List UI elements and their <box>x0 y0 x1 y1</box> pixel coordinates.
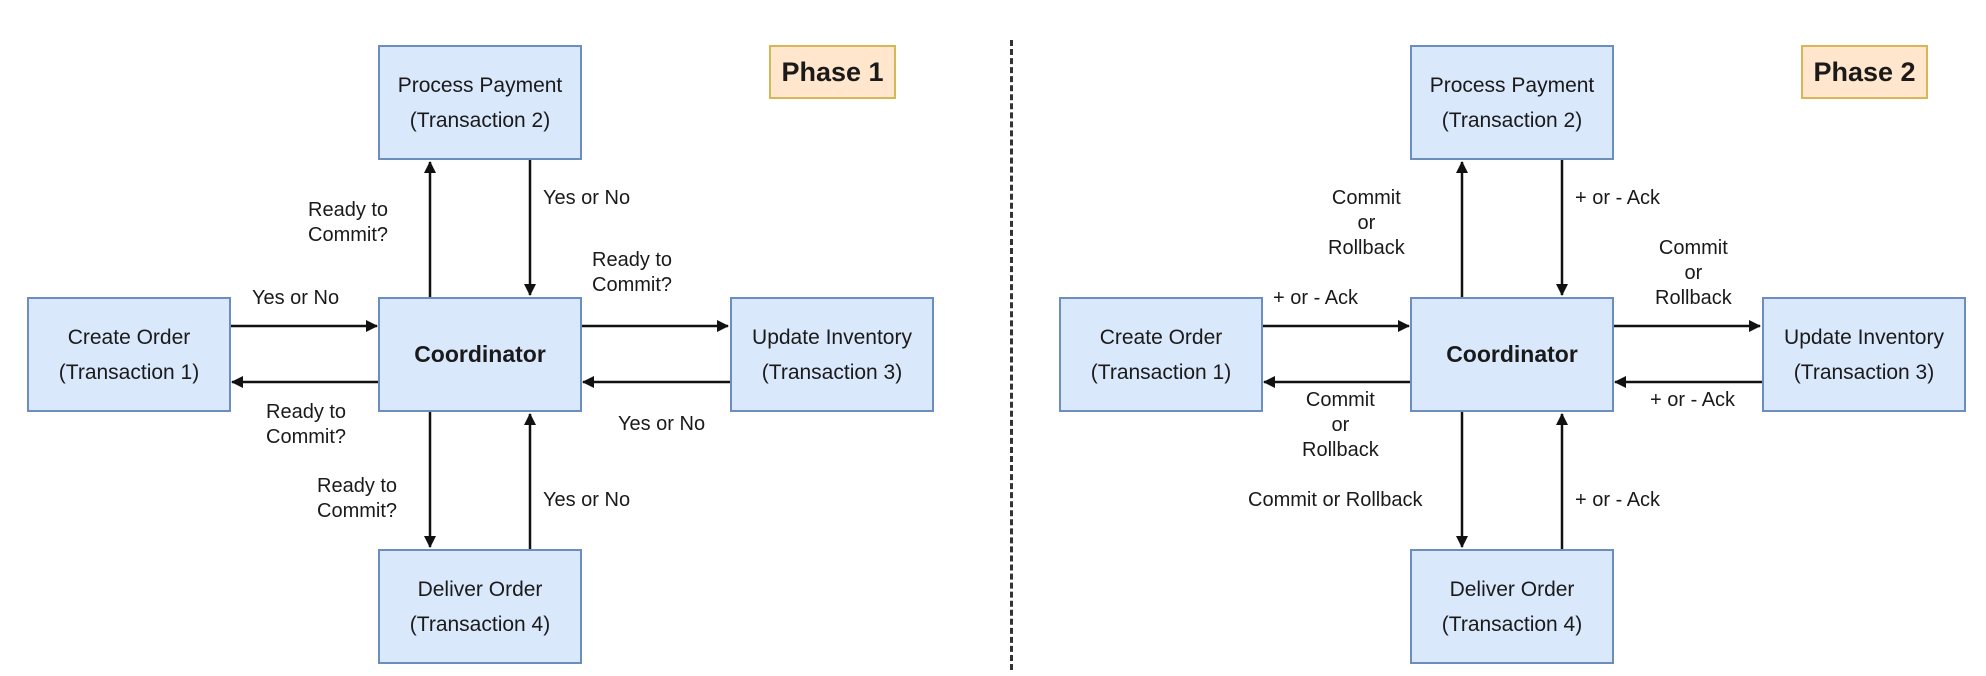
node-name: Create Order <box>1099 325 1223 349</box>
label-yes-or-no-top: Yes or No <box>543 187 631 209</box>
label-ack-top: + or - Ack <box>1575 187 1661 209</box>
process-payment-node[interactable]: Process Payment (Transaction 2) <box>1410 45 1614 160</box>
node-name: Update Inventory <box>1784 325 1944 349</box>
phase-badge: Phase 2 <box>1801 45 1928 99</box>
label-yes-or-no-left: Yes or No <box>252 287 340 309</box>
phase-2-arrows <box>1262 160 1762 549</box>
node-transaction: (Transaction 2) <box>1441 108 1583 132</box>
update-inventory-node[interactable]: Update Inventory (Transaction 3) <box>1762 297 1966 412</box>
node-name: Create Order <box>67 325 191 349</box>
node-transaction: (Transaction 1) <box>58 360 200 384</box>
phase-badge: Phase 1 <box>769 45 896 99</box>
label-yes-or-no-bottom: Yes or No <box>543 489 631 511</box>
process-payment-node[interactable]: Process Payment (Transaction 2) <box>378 45 582 160</box>
coordinator-label: Coordinator <box>1446 341 1578 367</box>
update-inventory-node[interactable]: Update Inventory (Transaction 3) <box>730 297 934 412</box>
node-transaction: (Transaction 1) <box>1090 360 1232 384</box>
node-transaction: (Transaction 4) <box>1441 612 1583 636</box>
create-order-node[interactable]: Create Order (Transaction 1) <box>1059 297 1263 412</box>
label-ack-left: + or - Ack <box>1273 287 1359 309</box>
phase-2-panel: Phase 2 Process Payment (Transaction 2) … <box>1000 0 1986 676</box>
label-yes-or-no-right: Yes or No <box>618 413 706 435</box>
deliver-order-node[interactable]: Deliver Order (Transaction 4) <box>378 549 582 664</box>
phase-1-panel: Phase 1 Process Payment (Transaction 2) … <box>27 45 934 664</box>
create-order-node[interactable]: Create Order (Transaction 1) <box>27 297 231 412</box>
node-name: Process Payment <box>1429 73 1595 97</box>
label-ack-right: + or - Ack <box>1650 389 1736 411</box>
node-name: Process Payment <box>397 73 563 97</box>
coordinator-node[interactable]: Coordinator <box>378 297 582 412</box>
label-ack-bottom: + or - Ack <box>1575 489 1661 511</box>
node-transaction: (Transaction 3) <box>761 360 903 384</box>
node-name: Update Inventory <box>752 325 912 349</box>
node-transaction: (Transaction 3) <box>1793 360 1935 384</box>
deliver-order-node[interactable]: Deliver Order (Transaction 4) <box>1410 549 1614 664</box>
coordinator-label: Coordinator <box>414 341 546 367</box>
node-name: Deliver Order <box>417 577 543 601</box>
node-transaction: (Transaction 2) <box>409 108 551 132</box>
node-transaction: (Transaction 4) <box>409 612 551 636</box>
phase-1-arrows <box>230 160 730 549</box>
node-name: Deliver Order <box>1449 577 1575 601</box>
phase-divider <box>1010 40 1013 670</box>
label-commit-or-rollback-bottom: Commit or Rollback <box>1248 489 1423 511</box>
coordinator-node[interactable]: Coordinator <box>1410 297 1614 412</box>
